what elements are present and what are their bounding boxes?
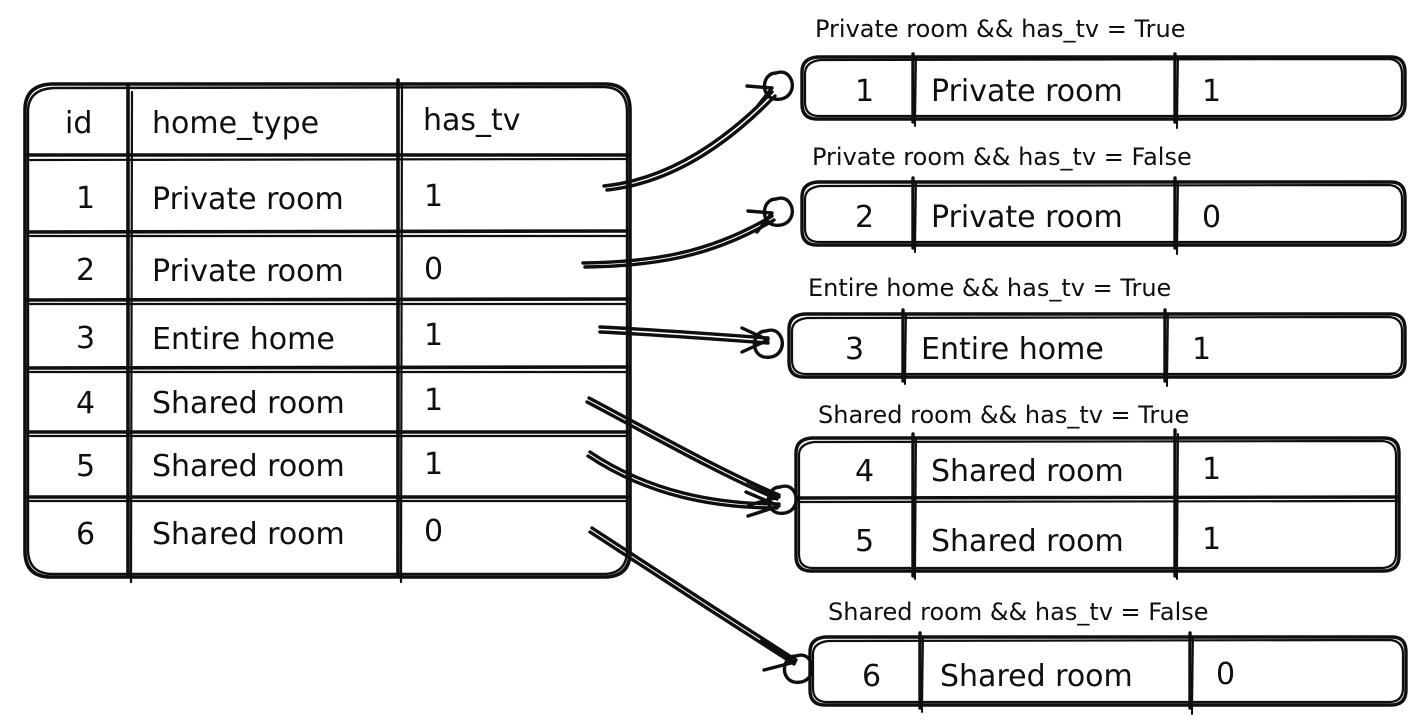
group-cell-id: 4 <box>855 454 874 489</box>
group-cell-id: 1 <box>855 74 874 109</box>
group-cell-has-tv: 1 <box>1202 452 1221 487</box>
table-row: 1 Private room 1 <box>76 179 443 217</box>
group-cell-home-type: Shared room <box>931 454 1124 489</box>
group-cell-has-tv: 0 <box>1202 200 1221 235</box>
table-row: 4 Shared room 1 <box>76 383 443 421</box>
table-row: 2 Private room 0 <box>76 252 443 289</box>
group-cell-has-tv: 1 <box>1192 332 1211 367</box>
group-box-2: Private room && has_tv = False 2 Private… <box>762 143 1407 255</box>
group-cell-id: 5 <box>855 524 874 559</box>
connector-circle-icon <box>752 328 784 359</box>
cell-home-type: Entire home <box>152 322 335 357</box>
group-cell-id: 2 <box>855 200 874 235</box>
connector-circle-icon <box>762 70 794 101</box>
group-cell-has-tv: 1 <box>1202 74 1221 109</box>
group-box-3: Entire home && has_tv = True 3 Entire ho… <box>752 274 1407 387</box>
cell-has-tv: 0 <box>424 252 443 287</box>
cell-home-type: Shared room <box>152 386 345 421</box>
arrow-row-3-to-group-3 <box>598 325 770 354</box>
group-label: Shared room && has_tv = False <box>828 598 1209 626</box>
group-label: Private room && has_tv = False <box>812 143 1192 171</box>
cell-id: 5 <box>76 449 95 484</box>
cell-id: 3 <box>76 321 95 356</box>
source-header-home-type: home_type <box>152 106 319 141</box>
table-row: 5 Shared room 1 <box>76 447 443 484</box>
group-cell-id: 6 <box>862 659 881 694</box>
group-label: Private room && has_tv = True <box>815 15 1185 43</box>
cell-home-type: Shared room <box>152 449 345 484</box>
connector-circle-icon <box>762 196 794 227</box>
cell-home-type: Private room <box>152 182 344 217</box>
arrow-row-2-to-group-2 <box>581 209 776 269</box>
cell-has-tv: 1 <box>424 318 443 353</box>
group-cell-has-tv: 1 <box>1202 522 1221 557</box>
cell-id: 6 <box>76 517 95 552</box>
group-cell-home-type: Shared room <box>940 659 1133 694</box>
connector-circle-icon <box>766 484 798 515</box>
connector-circle-icon <box>782 653 814 684</box>
cell-has-tv: 1 <box>424 447 443 482</box>
cell-id: 2 <box>76 253 95 288</box>
group-cell-home-type: Entire home <box>921 332 1104 367</box>
group-box-4: Shared room && has_tv = True 4 Shared ro… <box>766 401 1401 580</box>
group-box-1: Private room && has_tv = True 1 Private … <box>762 15 1407 129</box>
group-label: Shared room && has_tv = True <box>818 401 1189 429</box>
source-header-id: id <box>65 106 92 141</box>
cell-has-tv: 1 <box>424 383 443 418</box>
group-label: Entire home && has_tv = True <box>808 274 1171 302</box>
cell-id: 4 <box>76 386 95 421</box>
group-cell-home-type: Private room <box>931 200 1123 235</box>
cell-id: 1 <box>76 181 95 216</box>
group-cell-id: 3 <box>845 332 864 367</box>
arrow-row-5-to-group-4 <box>586 450 781 518</box>
source-header-has-tv: has_tv <box>423 103 521 138</box>
cell-home-type: Private room <box>152 254 344 289</box>
group-cell-home-type: Shared room <box>931 524 1124 559</box>
table-row: 3 Entire home 1 <box>76 318 443 357</box>
cell-has-tv: 0 <box>424 514 443 549</box>
cell-home-type: Shared room <box>152 517 345 552</box>
cell-has-tv: 1 <box>424 179 443 214</box>
arrow-row-6-to-group-5 <box>588 526 798 672</box>
group-cell-home-type: Private room <box>931 74 1123 109</box>
group-cell-has-tv: 0 <box>1216 657 1235 692</box>
group-box-5: Shared room && has_tv = False 6 Shared r… <box>782 598 1408 715</box>
table-row: 6 Shared room 0 <box>76 514 443 552</box>
